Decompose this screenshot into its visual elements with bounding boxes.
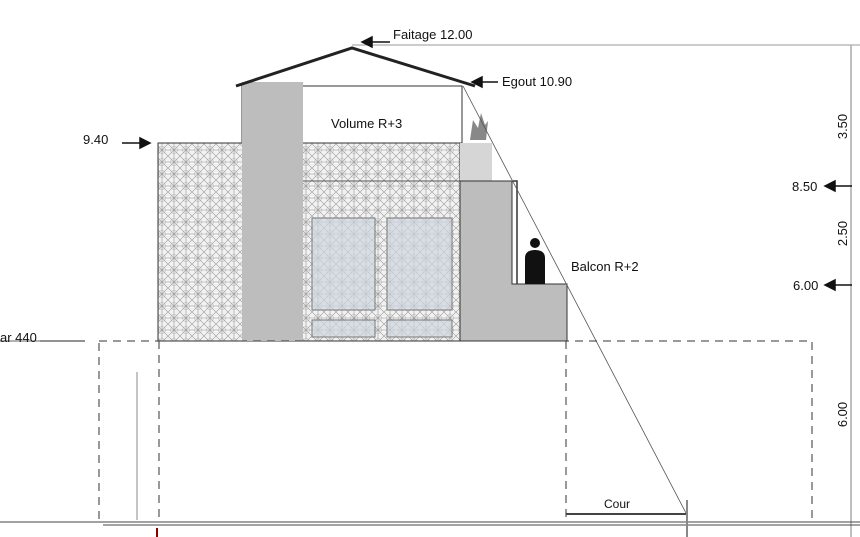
dim-350-label: 3.50 <box>835 113 851 140</box>
level-940-label: 9.40 <box>83 132 109 147</box>
level-850-label: 8.50 <box>792 179 818 194</box>
egout-label: Egout 10.90 <box>502 74 573 89</box>
level-arrows <box>40 35 852 342</box>
neighbor-label: ar 440 <box>0 330 37 345</box>
faitage-label: Faitage 12.00 <box>393 27 473 42</box>
cour-label: Cour <box>604 497 631 511</box>
stepped-block <box>459 180 568 342</box>
dim-600-label: 6.00 <box>835 401 851 428</box>
railing <box>513 180 518 284</box>
volume-label: Volume R+3 <box>331 116 403 131</box>
balcon-label: Balcon R+2 <box>571 259 639 274</box>
prospect-line <box>462 85 688 516</box>
window-grid <box>311 217 453 338</box>
person-silhouette-icon <box>525 238 545 284</box>
gray-column <box>242 82 303 341</box>
dim-250-label: 2.50 <box>835 220 851 247</box>
roof <box>235 46 476 88</box>
level-600-label: 6.00 <box>793 278 819 293</box>
basement-outline <box>98 340 813 523</box>
plant-icon <box>470 113 488 140</box>
planter <box>460 143 492 181</box>
